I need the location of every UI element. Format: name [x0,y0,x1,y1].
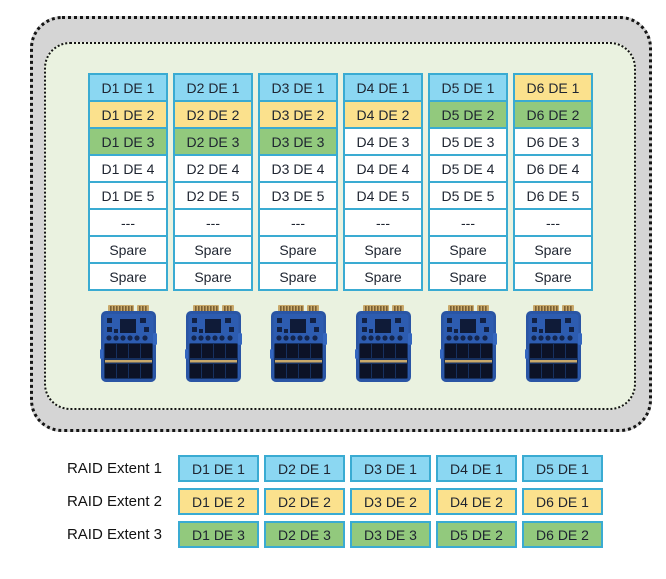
drive-extent-cell: D5 DE 1 [428,73,508,102]
drive-extent-cell: --- [173,208,253,237]
drive-extent-cell: --- [343,208,423,237]
raid-extent-label: RAID Extent 1 [66,460,162,477]
ssd-drive-icon [269,305,327,382]
drive-extent-cell: D6 DE 5 [513,181,593,210]
ssd-drive-icon [524,305,582,382]
drive-extent-cell: D1 DE 4 [88,154,168,183]
drive-extent-cell: Spare [88,235,168,264]
drive-extent-cell: D4 DE 2 [343,100,423,129]
ssd-slot [513,305,593,383]
drive-extent-cell: --- [428,208,508,237]
drive-extent-cell: D3 DE 5 [258,181,338,210]
drive-extent-cell: Spare [343,235,423,264]
ssd-slot [258,305,338,383]
drive-extent-cell: D3 DE 2 [258,100,338,129]
ssd-slot [343,305,423,383]
raid-extent-cell: D5 DE 2 [436,521,517,548]
drive-extent-cell: D5 DE 3 [428,127,508,156]
raid-extent-cell: D3 DE 2 [350,488,431,515]
drive-extent-cell: Spare [258,235,338,264]
drive-extent-cell: Spare [428,235,508,264]
drive-extent-cell: D4 DE 3 [343,127,423,156]
raid-extent-cell: D3 DE 1 [350,455,431,482]
drive-extent-cell: D6 DE 3 [513,127,593,156]
raid-extent-cell: D4 DE 1 [436,455,517,482]
drive-extent-cell: D1 DE 2 [88,100,168,129]
drive-extent-cell: Spare [173,262,253,291]
drive-extent-cell: D5 DE 5 [428,181,508,210]
drive-extent-cell: Spare [173,235,253,264]
ssd-slot [428,305,508,383]
drive-extent-cell: D3 DE 3 [258,127,338,156]
drive-extent-cell: Spare [513,235,593,264]
drive-extent-cell: D4 DE 5 [343,181,423,210]
raid-extent-cell: D2 DE 1 [264,455,345,482]
ssd-drive-icon [184,305,242,382]
drive-extent-cell: D1 DE 1 [88,73,168,102]
raid-extent-cell: D2 DE 3 [264,521,345,548]
raid-extent-label: RAID Extent 2 [66,493,162,510]
raid-extent-cell: D4 DE 2 [436,488,517,515]
drive-extent-cell: D5 DE 2 [428,100,508,129]
drive-extent-cell: D2 DE 1 [173,73,253,102]
drive-extent-cell: D2 DE 5 [173,181,253,210]
drive-extent-cell: Spare [513,262,593,291]
drive-extent-cell: D5 DE 4 [428,154,508,183]
ssd-slot [88,305,168,383]
drive-extent-cell: D2 DE 3 [173,127,253,156]
drive-extent-cell: D1 DE 5 [88,181,168,210]
raid-extent-cell: D1 DE 3 [178,521,259,548]
drive-extent-cell: --- [513,208,593,237]
ssd-drive-icon [439,305,497,382]
drive-extent-cell: D2 DE 2 [173,100,253,129]
raid-extent-cell: D6 DE 1 [522,488,603,515]
drive-extent-cell: D4 DE 4 [343,154,423,183]
drive-extent-cell: D6 DE 4 [513,154,593,183]
ssd-drive-icon [354,305,412,382]
raid-extent-cell: D5 DE 1 [522,455,603,482]
raid-extent-label: RAID Extent 3 [66,526,162,543]
drive-extent-cell: Spare [343,262,423,291]
ssd-drive-row [88,305,593,383]
raid-extent-cell: D3 DE 3 [350,521,431,548]
drive-extent-cell: Spare [258,262,338,291]
raid-extent-cell: D1 DE 2 [178,488,259,515]
drive-extent-cell: --- [258,208,338,237]
raid-extent-cell: D2 DE 2 [264,488,345,515]
drive-extent-cell: D2 DE 4 [173,154,253,183]
raid-extent-cell: D1 DE 1 [178,455,259,482]
drive-extent-cell: Spare [88,262,168,291]
ssd-slot [173,305,253,383]
drive-extent-cell: D6 DE 2 [513,100,593,129]
drive-extent-cell: D4 DE 1 [343,73,423,102]
drive-extent-cell: Spare [428,262,508,291]
drive-extent-cell: D3 DE 4 [258,154,338,183]
drive-extent-cell: D6 DE 1 [513,73,593,102]
drive-extent-cell: --- [88,208,168,237]
drive-extent-cell: D3 DE 1 [258,73,338,102]
raid-extent-cell: D6 DE 2 [522,521,603,548]
ssd-drive-icon [99,305,157,382]
drive-extent-cell: D1 DE 3 [88,127,168,156]
